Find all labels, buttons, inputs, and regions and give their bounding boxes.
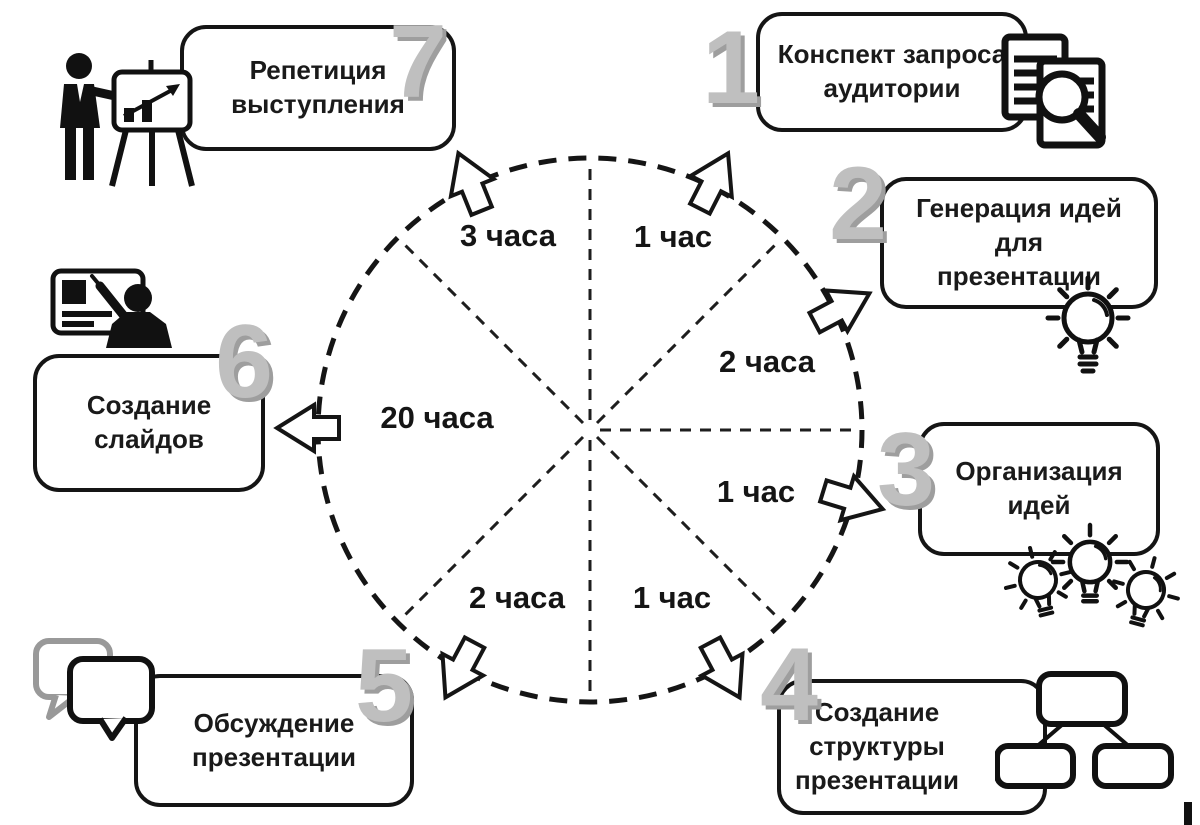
step-box-5: Обсуждение презентации <box>134 674 414 807</box>
arrow-to-step-6-icon <box>275 403 341 453</box>
sector-time-step-1: 1 час <box>633 219 713 254</box>
screen-edge-artifact <box>1184 802 1192 825</box>
step-box-3: Организация идей <box>918 422 1160 556</box>
chat-bubbles-icon <box>33 638 155 741</box>
step-label-4: Создание структуры презентации <box>795 697 959 795</box>
step-label-7: Репетиция выступления <box>231 55 405 119</box>
step-label-2: Генерация идей для презентации <box>916 193 1122 291</box>
sector-time-step-3: 1 час <box>716 474 796 509</box>
step-box-6: Создание слайдов <box>33 354 265 492</box>
slide-presenter-icon <box>50 268 172 348</box>
sector-time-step-7: 3 часа <box>460 218 556 253</box>
step-number-4: 4 <box>760 627 818 743</box>
arrow-to-step-7-icon <box>435 142 505 222</box>
step-box-4: Создание структуры презентации <box>777 679 1047 815</box>
sector-divider-lines <box>399 162 858 698</box>
step-number-1: 1 <box>702 10 760 126</box>
sector-time-step-4: 1 час <box>632 580 712 615</box>
step-number-5: 5 <box>355 628 413 744</box>
step-box-2: Генерация идей для презентации <box>880 177 1158 309</box>
sector-time-step-2: 2 часа <box>719 344 815 379</box>
step-number-7: 7 <box>389 4 447 120</box>
rehearsal-presenter-icon <box>60 53 195 187</box>
arrow-to-step-1-icon <box>677 140 751 222</box>
arrow-to-step-5-icon <box>425 632 495 708</box>
step-label-3: Организация идей <box>955 456 1123 520</box>
lightbulb-icon <box>1045 275 1131 374</box>
arrow-to-step-4-icon <box>690 632 760 708</box>
sector-time-step-6: 20 часа <box>380 400 494 435</box>
step-label-5: Обсуждение презентации <box>192 707 356 772</box>
step-box-1: Конспект запроса аудитории <box>756 12 1028 132</box>
step-box-7: Репетиция выступления <box>180 25 456 151</box>
step-number-3: 3 <box>877 412 935 528</box>
step-label-6: Создание слайдов <box>86 390 212 454</box>
documents-search-icon <box>1001 33 1106 149</box>
sector-time-step-5: 2 часа <box>469 580 565 615</box>
step-number-6: 6 <box>215 304 273 420</box>
step-number-2: 2 <box>829 146 887 262</box>
step-label-1: Конспект запроса аудитории <box>777 39 1007 103</box>
org-chart-icon <box>995 671 1174 789</box>
lightbulbs-group-icon <box>995 518 1189 635</box>
